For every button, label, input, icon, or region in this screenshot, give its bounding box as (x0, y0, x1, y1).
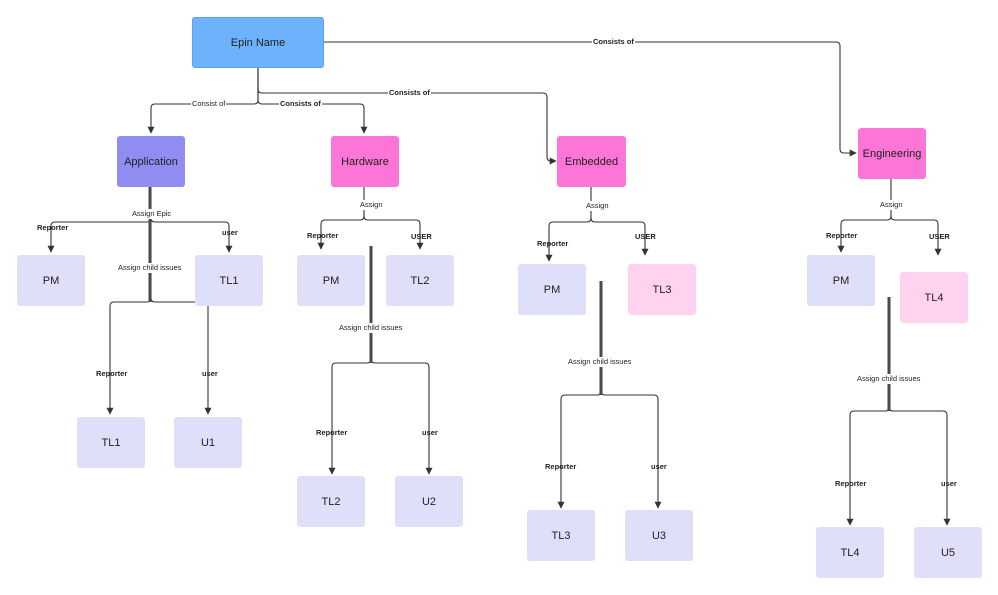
node-hw-tl2[interactable]: TL2 (386, 255, 454, 306)
edge-app-pm (47, 187, 152, 253)
node-eng-tl4[interactable]: TL4 (900, 272, 968, 323)
label-hw-assign: Assign (359, 200, 384, 210)
label-app-assign-epic: Assign Epic (131, 209, 173, 219)
node-app-child-u1[interactable]: U1 (174, 417, 242, 468)
label-app-child-issues: Assign child issues (117, 263, 183, 273)
edge-app-child-tl1 (106, 222, 152, 415)
edge-root-embedded (257, 68, 557, 165)
label-eng-child-reporter: Reporter (835, 479, 867, 488)
label-consists-of-embedded: Consists of (388, 88, 431, 98)
node-embedded[interactable]: Embedded (557, 136, 626, 187)
label-emb-assign: Assign (585, 201, 610, 211)
label-consists-of-engineering: Consists of (592, 37, 635, 47)
label-eng-user: USER (929, 232, 950, 241)
label-app-child-user: user (202, 369, 218, 378)
node-epin-name[interactable]: Epin Name (192, 17, 324, 68)
edge-app-tl1 (150, 217, 233, 253)
label-emb-child-reporter: Reporter (545, 462, 577, 471)
node-eng-child-u5[interactable]: U5 (914, 527, 982, 578)
label-emb-reporter: Reporter (537, 239, 569, 248)
edge-eng-child-tl4 (846, 406, 890, 526)
label-hw-child-user: user (422, 428, 438, 437)
label-eng-reporter: Reporter (826, 231, 858, 240)
node-application[interactable]: Application (117, 136, 185, 187)
node-emb-child-u3[interactable]: U3 (625, 510, 693, 561)
edge-emb-user (590, 217, 649, 256)
edge-emb-assign (545, 187, 592, 262)
node-hw-pm[interactable]: PM (297, 255, 365, 306)
node-eng-pm[interactable]: PM (807, 255, 875, 306)
edge-eng-child-u5 (888, 406, 951, 526)
node-hw-child-tl2[interactable]: TL2 (297, 476, 365, 527)
edge-emb-child-u3 (600, 390, 662, 509)
node-eng-child-tl4[interactable]: TL4 (816, 527, 884, 578)
label-eng-child-issues: Assign child issues (856, 374, 922, 384)
edge-eng-user (890, 215, 942, 256)
label-emb-child-issues: Assign child issues (567, 357, 633, 367)
edge-hw-child-u2 (370, 358, 433, 475)
node-engineering[interactable]: Engineering (858, 128, 926, 179)
label-eng-assign: Assign (879, 200, 904, 210)
node-emb-child-tl3[interactable]: TL3 (527, 510, 595, 561)
node-hw-child-u2[interactable]: U2 (395, 476, 463, 527)
label-app-reporter: Reporter (37, 223, 69, 232)
label-hw-child-reporter: Reporter (316, 428, 348, 437)
label-hw-reporter: Reporter (307, 231, 339, 240)
label-emb-child-user: user (651, 462, 667, 471)
edge-hw-child-tl2 (328, 358, 372, 475)
edge-app-child-u1 (150, 297, 212, 415)
label-consists-of-hardware: Consists of (279, 99, 322, 109)
edge-eng-assign (837, 179, 892, 253)
label-hw-user: USER (411, 232, 432, 241)
node-app-pm[interactable]: PM (17, 255, 85, 306)
label-eng-child-user: user (941, 479, 957, 488)
node-emb-tl3[interactable]: TL3 (628, 264, 696, 315)
node-app-child-tl1[interactable]: TL1 (77, 417, 145, 468)
node-emb-pm[interactable]: PM (518, 264, 586, 315)
edge-emb-child-tl3 (557, 390, 602, 509)
label-app-user: user (222, 228, 238, 237)
label-emb-user: USER (635, 232, 656, 241)
label-hw-child-issues: Assign child issues (338, 323, 404, 333)
label-app-child-reporter: Reporter (96, 369, 128, 378)
label-consist-of: Consist of (191, 99, 227, 109)
edge-hw-user (363, 215, 424, 250)
node-app-tl1[interactable]: TL1 (195, 255, 263, 306)
node-hardware[interactable]: Hardware (331, 136, 399, 187)
edge-root-engineering (324, 41, 857, 157)
